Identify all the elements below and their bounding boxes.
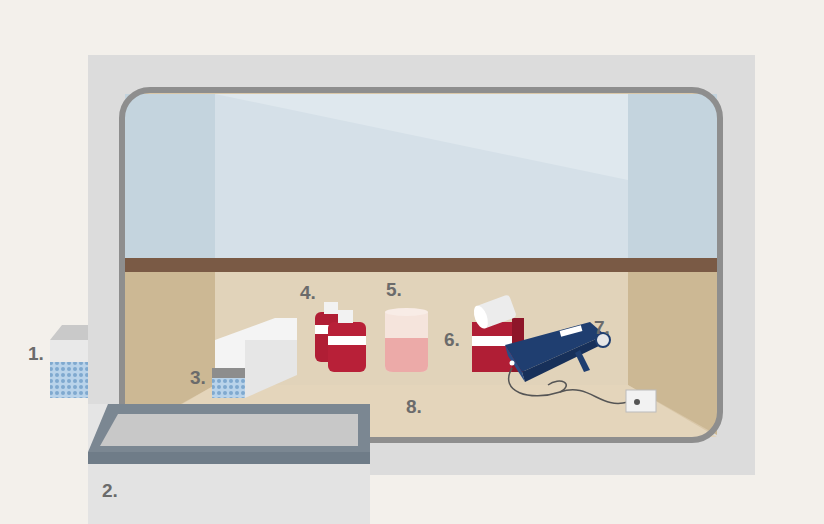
callout-number: 7. [594,318,610,337]
glass-sash [125,94,717,260]
pipette-aid-label [560,325,583,336]
bottle-cap [338,310,353,323]
pipette-aid-grip [575,350,590,372]
bottle [328,322,366,372]
container-opening [100,414,358,446]
plug-socket [634,399,640,405]
tray-filter [212,368,245,398]
tip-box-label [472,336,512,346]
glass-reflection [215,94,628,180]
glass-side-left [125,94,215,260]
callout-number: 3. [190,368,206,387]
callout-number: 8. [406,397,422,416]
callout-number: 1. [28,344,44,363]
beaker-rim [385,308,428,316]
callout-number: 5. [386,280,402,299]
pipette-aid-front [505,345,525,382]
container-rim-front [88,452,370,464]
bottle-cap [324,302,338,314]
window-frame [122,90,720,440]
container-front [88,464,370,524]
callout-number: 6. [444,330,460,349]
beaker-liquid [385,338,428,372]
tube [471,294,517,330]
pipette-aid-nozzle [510,361,515,366]
container-rim [88,404,370,452]
cabinet-frame [88,55,755,475]
callout-number: 2. [102,481,118,500]
pipette-aid-side [522,335,605,382]
power-cord [548,381,566,392]
filter-unit-top [50,325,88,340]
filter-media [50,362,88,398]
waste-tray-side [245,340,297,398]
power-plug [626,390,656,412]
power-cord [509,368,628,403]
bottle-label [328,336,366,345]
glass-side-right [628,94,717,260]
sash-bar [125,258,717,272]
callout-number: 4. [300,283,316,302]
tray-opening [212,368,245,378]
discard-container [88,404,370,524]
cabinet-interior [122,90,720,440]
filter-unit [50,340,88,398]
beaker [385,312,428,372]
